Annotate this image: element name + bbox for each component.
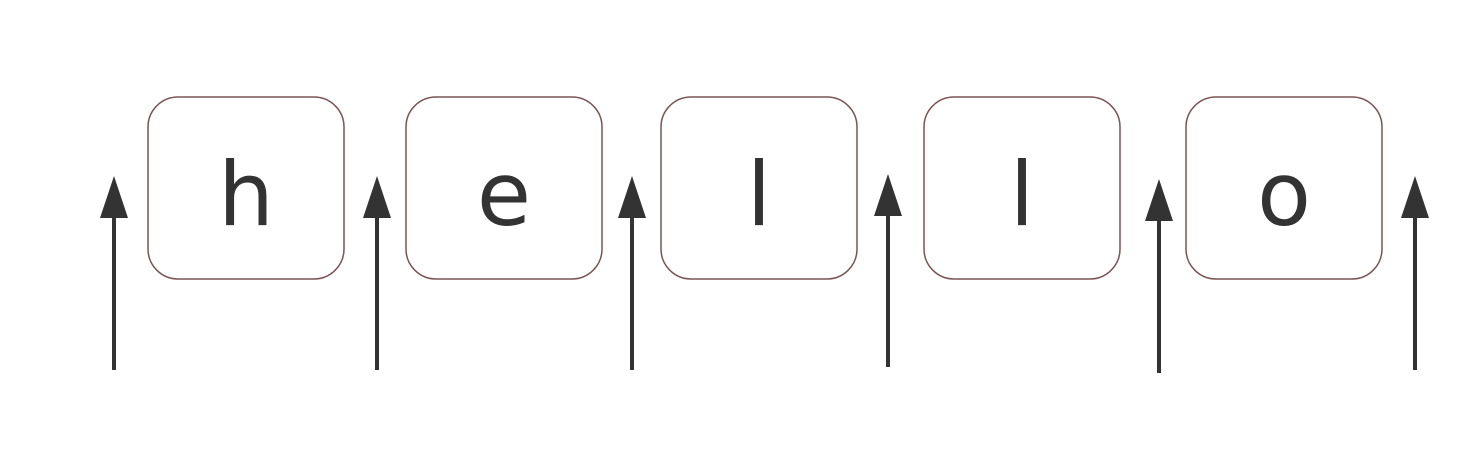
letter-glyph: o <box>1257 143 1311 246</box>
letter-box-frame <box>405 96 603 280</box>
letter-glyph: l <box>1010 143 1034 246</box>
letter-box-frame <box>923 96 1121 280</box>
letter-glyph: h <box>218 143 274 246</box>
letter-box-3: l <box>923 96 1121 280</box>
letter-box-0: h <box>147 96 345 280</box>
letter-glyph: l <box>747 143 771 246</box>
letter-box-2: l <box>660 96 858 280</box>
letter-box-4: o <box>1185 96 1383 280</box>
letter-box-frame <box>660 96 858 280</box>
letter-box-frame <box>147 96 345 280</box>
arrow-up-icon <box>363 176 391 370</box>
arrow-up-icon <box>874 174 902 367</box>
arrow-up-icon <box>100 176 128 370</box>
letter-box-frame <box>1185 96 1383 280</box>
arrow-up-icon <box>1401 176 1429 370</box>
arrow-up-icon <box>618 176 646 370</box>
arrow-up-icon <box>1145 179 1173 373</box>
letter-box-1: e <box>405 96 603 280</box>
letter-glyph: e <box>477 143 531 246</box>
